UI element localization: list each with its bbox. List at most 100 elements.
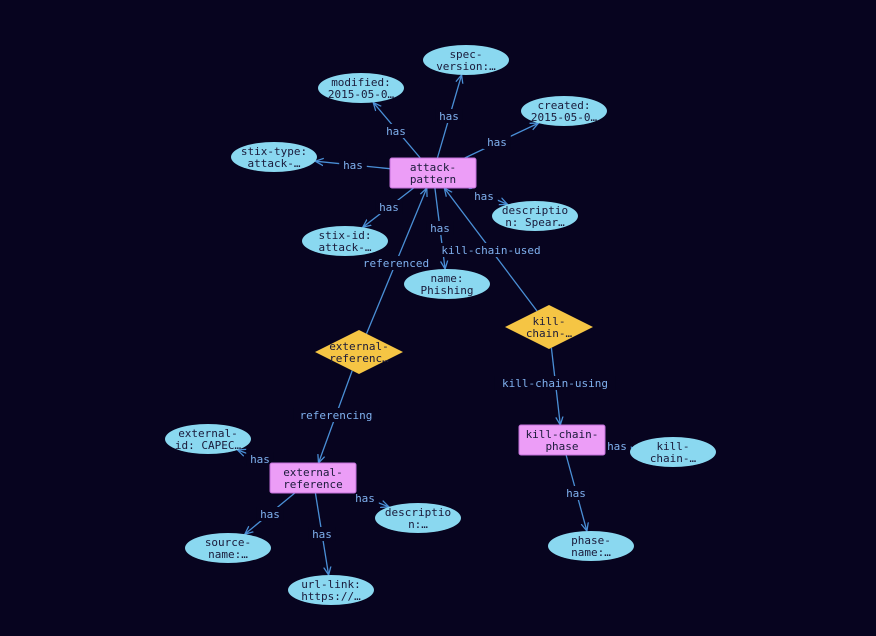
edge-label-has: has (430, 222, 450, 235)
node-label-line: url-link: (301, 578, 361, 591)
edge-label-background (308, 527, 336, 541)
property-shape (630, 437, 716, 467)
entity-shape (269, 462, 357, 494)
node-label-line: descriptio (502, 204, 568, 217)
property-shape (165, 424, 251, 454)
node-label-line: external- (178, 427, 238, 440)
node-label-line: 2015-05-0… (531, 111, 598, 124)
edge-label-kill-chain-using: kill-chain-using (502, 377, 608, 390)
edge-label-background (470, 189, 498, 203)
property-node-spec-version[interactable]: spec-version:… (423, 45, 509, 75)
property-node-name[interactable]: name:Phishing (404, 269, 490, 299)
edge-label-has: has (355, 492, 375, 505)
property-node-kill-chain-name[interactable]: kill-chain-… (630, 437, 716, 467)
property-shape (423, 45, 509, 75)
property-shape (185, 533, 271, 563)
edge-label-background (375, 200, 403, 214)
edge-label-background (382, 124, 410, 138)
node-label-line: attack-… (319, 241, 372, 254)
edge-label-background (603, 439, 631, 453)
property-shape (404, 269, 490, 299)
node-label-line: n:… (408, 518, 428, 531)
property-node-external-id[interactable]: external-id: CAPEC… (165, 424, 251, 454)
node-label-line: name:… (571, 546, 611, 559)
edge-label-background (562, 486, 590, 500)
edge-label-referencing: referencing (300, 409, 373, 422)
edge-label-background (293, 408, 379, 422)
edge-label-has: has (379, 201, 399, 214)
entity-node-kill-chain-phase[interactable]: kill-chain-phase (518, 424, 606, 456)
edge-label-has: has (250, 453, 270, 466)
node-label-line: attack-… (248, 157, 301, 170)
node-label-line: Phishing (421, 284, 474, 297)
property-shape (302, 226, 388, 256)
edge-label-has: has (343, 159, 363, 172)
node-label-line: external- (283, 466, 343, 479)
property-node-source-name[interactable]: source-name:… (185, 533, 271, 563)
property-node-url-link[interactable]: url-link:https://… (288, 575, 374, 605)
edge-label-background (256, 507, 284, 521)
edge-label-background (435, 109, 463, 123)
edge-label-has: has (386, 125, 406, 138)
edge-label-background (339, 158, 367, 172)
edge-label-background (426, 221, 454, 235)
node-label-line: attack- (410, 161, 456, 174)
node-label-line: stix-id: (319, 229, 372, 242)
property-shape (318, 73, 404, 103)
edge-label-has: has (312, 528, 332, 541)
edge-label-background (494, 376, 616, 390)
node-label-line: kill- (656, 440, 689, 453)
node-label-line: external- (329, 340, 389, 353)
node-label-line: chain-… (526, 327, 573, 340)
edge-label-has: has (474, 190, 494, 203)
property-node-description-er[interactable]: description:… (375, 503, 461, 533)
node-label-line: https://… (301, 590, 361, 603)
node-label-line: chain-… (650, 452, 697, 465)
node-label-line: descriptio (385, 506, 451, 519)
edge-label-has: has (439, 110, 459, 123)
edge-label-background (357, 256, 435, 270)
relation-node-external-ref-rel[interactable]: external-referenc… (315, 330, 403, 374)
node-label-line: phase- (571, 534, 611, 547)
relation-node-kill-chain-rel[interactable]: kill-chain-… (505, 305, 593, 349)
edge-label-background (246, 452, 274, 466)
relation-shape (315, 330, 403, 374)
relation-shape (505, 305, 593, 349)
node-label-line: source- (205, 536, 251, 549)
node-label-line: phase (545, 440, 578, 453)
node-label-line: id: CAPEC… (175, 439, 242, 452)
edge-label-has: has (607, 440, 627, 453)
node-label-line: spec- (449, 48, 482, 61)
entity-node-external-reference[interactable]: external-reference (269, 462, 357, 494)
node-label-line: kill- (532, 315, 565, 328)
edge-label-referenced: referenced (363, 257, 429, 270)
node-label-line: created: (538, 99, 591, 112)
entity-node-attack-pattern[interactable]: attack-pattern (389, 157, 477, 189)
edge-label-has: has (487, 136, 507, 149)
property-shape (375, 503, 461, 533)
property-node-stix-type[interactable]: stix-type:attack-… (231, 142, 317, 172)
property-shape (548, 531, 634, 561)
property-node-created[interactable]: created:2015-05-0… (521, 96, 607, 126)
edge-labels-layer: has has has has has has has kill-chain-used kill… (246, 109, 631, 541)
node-label-line: 2015-05-0… (328, 88, 395, 101)
entity-shape (389, 157, 477, 189)
nodes-layer: attack-pattern spec-version:… modified:201… (165, 45, 716, 605)
edge-label-background (434, 243, 548, 257)
node-label-line: referenc… (329, 352, 389, 365)
edge-label-has: has (260, 508, 280, 521)
property-shape (288, 575, 374, 605)
edge-label-background (483, 135, 511, 149)
node-label-line: pattern (410, 173, 456, 186)
property-node-phase-name[interactable]: phase-name:… (548, 531, 634, 561)
node-label-line: name: (430, 272, 463, 285)
edge-label-kill-chain-used: kill-chain-used (441, 244, 540, 257)
node-label-line: name:… (208, 548, 248, 561)
node-label-line: version:… (436, 60, 496, 73)
property-node-stix-id[interactable]: stix-id:attack-… (302, 226, 388, 256)
property-shape (231, 142, 317, 172)
node-label-line: stix-type: (241, 145, 307, 158)
property-node-modified[interactable]: modified:2015-05-0… (318, 73, 404, 103)
